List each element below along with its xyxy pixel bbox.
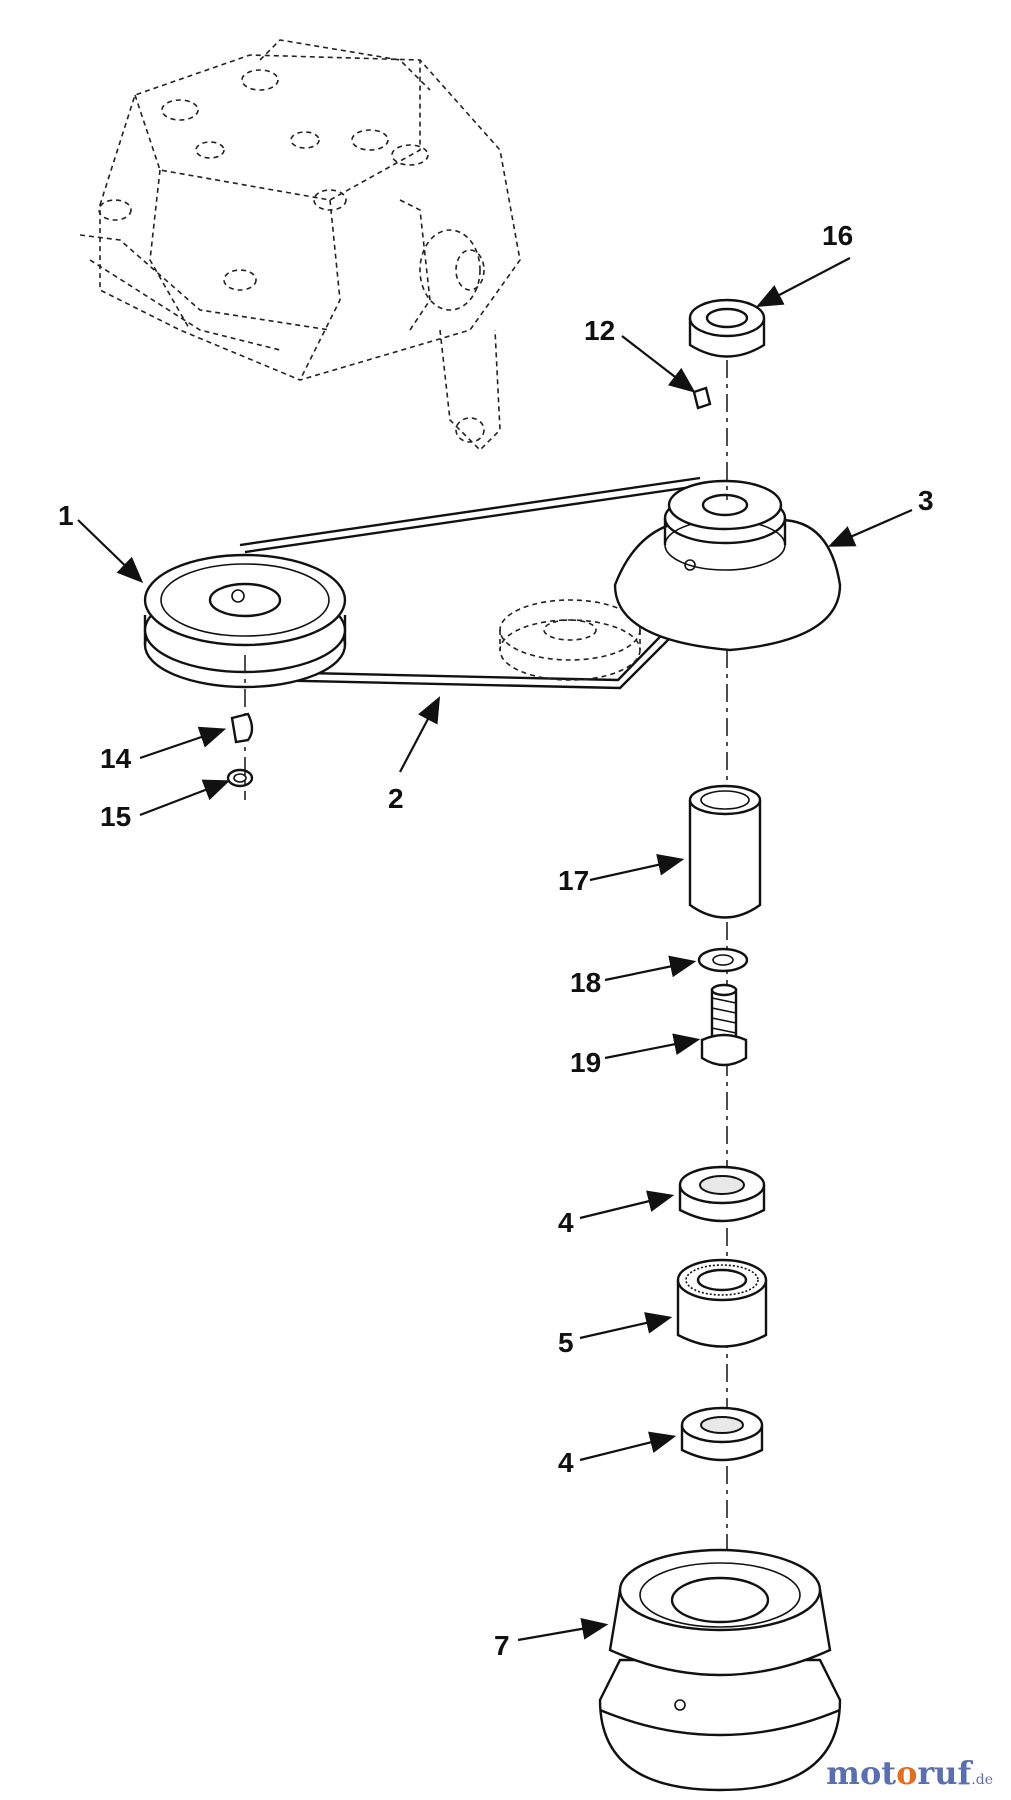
washer-16	[688, 298, 766, 358]
callout-19: 19	[570, 1047, 601, 1078]
callout-12: 12	[584, 315, 615, 346]
callout-17: 17	[558, 865, 589, 896]
watermark-logo: motoruf.de	[826, 1754, 993, 1792]
leader-lines	[77, 257, 913, 1642]
spindle-housing-7	[598, 1548, 842, 1792]
engine-dashed-outline	[79, 39, 521, 452]
snap-ring-15	[226, 768, 254, 788]
callout-14: 14	[100, 743, 132, 774]
callout-2: 2	[388, 783, 404, 814]
bearing-cup-lower	[680, 1406, 764, 1462]
key-12	[692, 386, 712, 410]
spacer-17	[688, 784, 762, 919]
callout-16: 16	[822, 220, 853, 251]
spindle-pulley	[613, 479, 842, 652]
washer-18	[697, 947, 749, 973]
callout-labels: 1 2 3 16 12 14 15 17 18 19 4 5 4 7	[58, 220, 934, 1661]
bolt-19	[700, 983, 748, 1067]
callout-5: 5	[558, 1327, 574, 1358]
bearing-5	[676, 1258, 768, 1348]
callout-15: 15	[100, 801, 131, 832]
engine-pulley	[143, 553, 347, 689]
callout-4-lower: 4	[558, 1447, 574, 1478]
callout-7: 7	[494, 1630, 510, 1661]
callout-18: 18	[570, 967, 601, 998]
callout-1: 1	[58, 500, 74, 531]
idler-pulley	[499, 599, 641, 681]
callout-4-upper: 4	[558, 1207, 574, 1238]
bearing-cup-upper	[678, 1165, 766, 1223]
woodruff-key-14	[230, 712, 254, 744]
callout-3: 3	[918, 485, 934, 516]
